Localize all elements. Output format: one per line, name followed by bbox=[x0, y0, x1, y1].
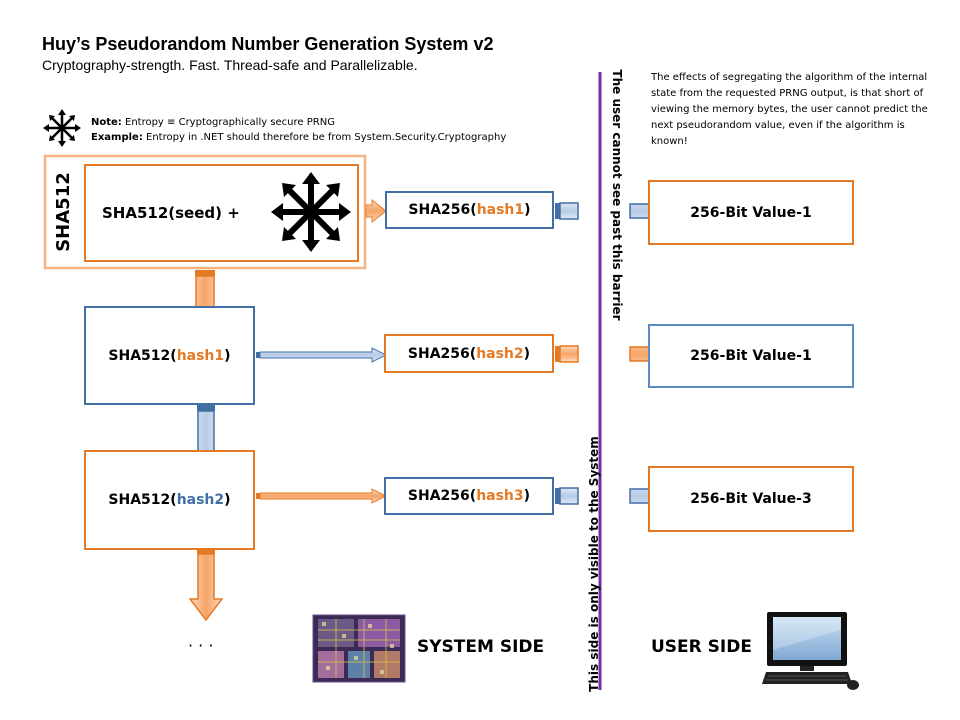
continuation-ellipsis: · · · bbox=[188, 636, 214, 655]
example-text: Entropy in .NET should therefore be from… bbox=[146, 132, 507, 143]
close-paren: ) bbox=[523, 345, 531, 362]
sha256-box-3: SHA256(hash3) bbox=[384, 477, 554, 515]
stub-row3 bbox=[555, 487, 579, 505]
sha256-box-1: SHA256(hash1) bbox=[385, 191, 554, 229]
right-arrow-row3 bbox=[256, 488, 388, 504]
user-value-label: 256-Bit Value-1 bbox=[690, 348, 812, 364]
chaos-star-icon bbox=[43, 109, 81, 147]
stub-row1 bbox=[555, 202, 579, 220]
user-value-label: 256-Bit Value-1 bbox=[690, 204, 812, 221]
computer-icon bbox=[762, 612, 859, 690]
user-side-label: USER SIDE bbox=[651, 637, 752, 657]
barrier-user-label: The user cannot see past this barrier bbox=[610, 69, 624, 321]
sha512-group-label: SHA512 bbox=[53, 172, 74, 252]
barrier-system-label: This side is only visible to the System bbox=[587, 436, 601, 692]
note-label: Note: bbox=[91, 117, 122, 128]
sha256-prefix: SHA256( bbox=[408, 202, 477, 218]
sha256-prefix: SHA256( bbox=[407, 488, 477, 504]
sha256-hash-ref: hash2 bbox=[476, 345, 524, 362]
stub-row2 bbox=[555, 345, 579, 363]
close-paren: ) bbox=[224, 347, 231, 364]
note-text: Entropy ≡ Cryptographically secure PRNG bbox=[125, 117, 335, 128]
barrier-description: The effects of segregating the algorithm… bbox=[651, 72, 928, 147]
sha512-prefix: SHA512( bbox=[108, 492, 177, 508]
sha512-seed-box: SHA512(seed) + bbox=[84, 164, 359, 262]
sha512-hash2-box: SHA512(hash2) bbox=[84, 450, 255, 550]
note-line: Note: Entropy ≡ Cryptographically secure… bbox=[91, 117, 335, 128]
sha512-prefix: SHA512( bbox=[108, 347, 177, 364]
sha512-seed-label: SHA512(seed) + bbox=[102, 204, 240, 222]
right-arrow-row2 bbox=[256, 347, 388, 363]
system-side-label: SYSTEM SIDE bbox=[417, 637, 545, 657]
cpu-die-icon bbox=[312, 614, 406, 683]
sha256-hash-ref: hash3 bbox=[476, 488, 524, 504]
sha256-hash-ref: hash1 bbox=[476, 202, 525, 218]
user-value-box-2: 256-Bit Value-1 bbox=[648, 324, 854, 388]
sha256-box-2: SHA256(hash2) bbox=[384, 334, 554, 373]
user-value-box-3: 256-Bit Value-3 bbox=[648, 466, 854, 532]
sha256-prefix: SHA256( bbox=[407, 345, 477, 362]
user-value-label: 256-Bit Value-3 bbox=[690, 491, 812, 507]
sha512-hash1-box: SHA512(hash1) bbox=[84, 306, 255, 405]
example-label: Example: bbox=[91, 132, 143, 143]
sha512-hash-ref: hash2 bbox=[176, 492, 225, 508]
page-subtitle: Cryptography-strength. Fast. Thread-safe… bbox=[42, 57, 418, 73]
close-paren: ) bbox=[524, 202, 531, 218]
page-title: Huy’s Pseudorandom Number Generation Sys… bbox=[42, 34, 494, 54]
down-arrow-3 bbox=[188, 550, 224, 622]
close-paren: ) bbox=[224, 492, 231, 508]
user-value-box-1: 256-Bit Value-1 bbox=[648, 180, 854, 245]
close-paren: ) bbox=[523, 488, 531, 504]
example-line: Example: Entropy in .NET should therefor… bbox=[91, 132, 506, 143]
right-arrow-row1 bbox=[365, 198, 387, 224]
sha512-group-frame bbox=[43, 154, 367, 270]
sha512-hash-ref: hash1 bbox=[176, 347, 225, 364]
